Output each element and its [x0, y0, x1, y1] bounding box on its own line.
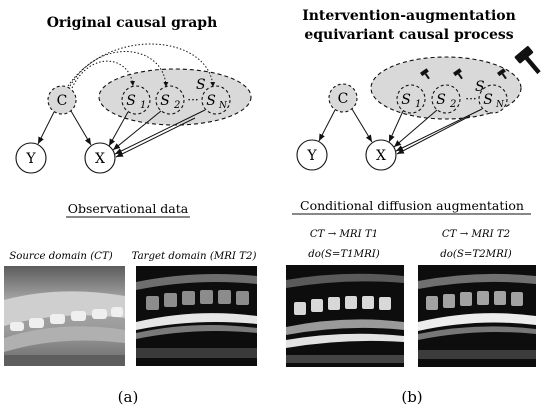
col1-intervention: do(S=T1MRI): [308, 248, 380, 260]
node-x-label-b: X: [376, 148, 386, 164]
node-s2-sub-b: 2: [449, 99, 456, 110]
node-x-label: X: [95, 151, 105, 167]
node-s2-label-b: S: [436, 92, 446, 108]
edge-sn-x: [114, 109, 206, 155]
col2-intervention: do(S=T2MRI): [440, 248, 512, 260]
node-c-b: [328, 83, 358, 113]
node-dots-b: ···: [465, 92, 476, 106]
s-group-label-b: S: [475, 79, 485, 95]
node-dots: ···: [187, 93, 198, 107]
node-s2: [155, 85, 185, 115]
node-sn-b: [478, 84, 508, 114]
gavel-icon: [514, 46, 541, 75]
target-domain-caption: Target domain (MRI T2): [132, 250, 257, 262]
node-sn-label-b: S: [483, 92, 493, 108]
node-x-b: [365, 139, 397, 171]
s-group-label: S: [196, 77, 206, 93]
node-s1: [121, 85, 151, 115]
intervention-hammer-icon-3: [497, 68, 507, 80]
diffusion-heading: Conditional diffusion augmentation: [300, 198, 524, 213]
generated-mri-t1-image: [286, 265, 404, 367]
node-sn-sub: N: [218, 101, 228, 111]
node-sn-sub-b: N: [495, 100, 505, 110]
node-sn: [201, 85, 231, 115]
node-s2-label: S: [160, 93, 170, 109]
panel-b: Intervention-augmentation equivariant ca…: [286, 8, 541, 406]
node-s1-b: [396, 84, 426, 114]
panel-a: Original causal graph S C S 1 S 2 ··· S …: [4, 15, 257, 406]
mri-t2-image: [136, 266, 257, 366]
edge-c-y-b: [318, 109, 336, 142]
node-s1-label: S: [126, 93, 136, 109]
panel-b-label: (b): [401, 388, 422, 406]
edge-c-x-b: [351, 108, 373, 143]
edge-s-x-b: [396, 115, 471, 155]
edge-s-x: [115, 117, 196, 158]
edge-sn-x-b: [395, 108, 483, 152]
edge-s1-x-b: [388, 110, 404, 143]
node-sn-label: S: [206, 93, 216, 109]
col1-transform: CT → MRI T1: [310, 229, 378, 240]
observational-heading: Observational data: [68, 201, 189, 216]
node-y-label-b: Y: [306, 148, 317, 164]
dotted-edge-c-sn: [67, 43, 216, 88]
node-s1-sub-b: 1: [415, 99, 421, 110]
panel-b-title-line1: Intervention-augmentation: [302, 8, 516, 24]
node-s2-b: [431, 84, 461, 114]
edge-s2-x: [112, 110, 162, 151]
node-s2-sub: 2: [173, 100, 180, 111]
node-x: [84, 142, 116, 174]
node-c-label: C: [57, 93, 68, 109]
panel-a-label: (a): [118, 388, 139, 406]
node-c-label-b: C: [338, 91, 349, 107]
col2-transform: CT → MRI T2: [442, 229, 510, 240]
node-y: [15, 142, 47, 174]
intervention-hammer-icon-1: [420, 68, 430, 80]
node-c: [47, 85, 77, 115]
edge-c-x: [70, 110, 92, 146]
panel-a-title: Original causal graph: [47, 15, 218, 31]
intervention-hammer-icon-2: [453, 68, 463, 80]
panel-b-title-line2: equivariant causal process: [304, 27, 513, 43]
node-s1-label-b: S: [401, 92, 411, 108]
generated-mri-t2-image: [418, 265, 536, 367]
source-domain-caption: Source domain (CT): [9, 250, 113, 262]
edge-s1-x: [108, 111, 129, 147]
edge-c-y: [37, 111, 55, 145]
node-s1-sub: 1: [140, 100, 146, 111]
edge-s2-x-b: [393, 109, 438, 148]
node-y-b: [296, 139, 328, 171]
node-y-label: Y: [25, 151, 36, 167]
ct-image: [4, 266, 125, 366]
